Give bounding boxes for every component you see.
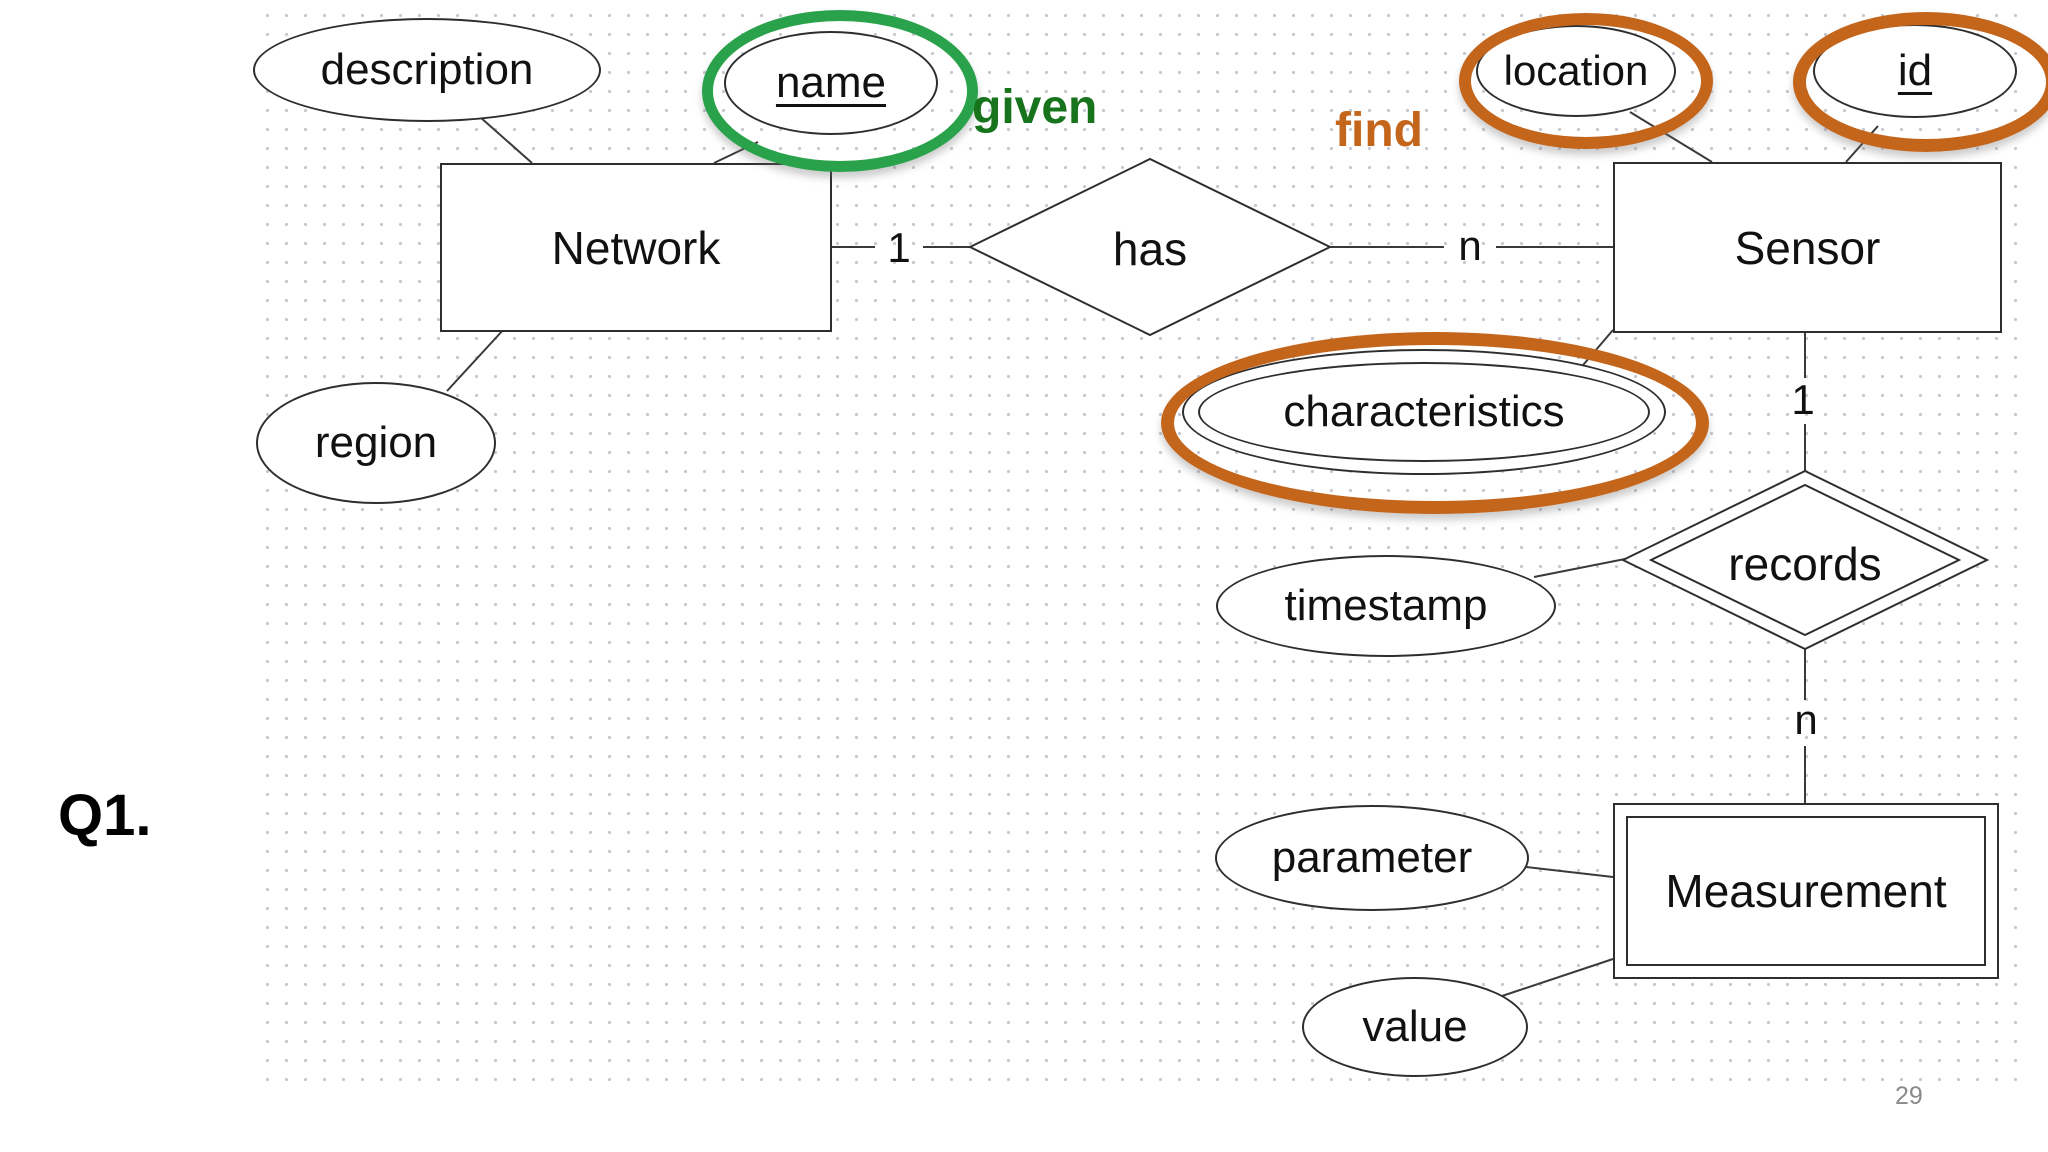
cardinality-network-has: 1 [887,224,911,271]
orange-highlight-ring-characteristics [1161,332,1709,514]
slide-page-number: 29 [1895,1082,1923,1110]
attribute-region-label: region [314,418,438,467]
line-parameter-measurement [1517,865,1614,878]
green-highlight-ring-name [702,10,978,172]
entity-network-label: Network [551,221,721,274]
line-description-network [479,116,533,164]
attribute-value: value [1302,977,1528,1077]
find-annotation: find [1335,104,1423,157]
attribute-parameter: parameter [1215,805,1529,911]
attribute-timestamp-label: timestamp [1284,581,1488,630]
line-region-network [446,328,505,392]
attribute-parameter-label: parameter [1271,833,1473,882]
orange-highlight-ring-location [1459,13,1713,149]
entity-sensor: Sensor [1613,162,2002,333]
attribute-description: description [253,18,601,122]
given-annotation: given [972,81,1098,134]
relationship-has-label: has [1112,223,1188,275]
cardinality-sensor-records: 1 [1791,376,1815,423]
has-relationship-diamond [967,157,1333,337]
cardinality-records-measurement: n [1794,696,1818,743]
records-relationship-diamond-inner [1648,483,1962,637]
entity-network: Network [440,163,832,332]
cardinality-has-sensor: n [1458,222,1482,269]
attribute-region: region [256,382,496,504]
line-timestamp-records [1533,558,1626,578]
entity-measurement-label: Measurement [1665,865,1947,917]
attribute-timestamp: timestamp [1216,555,1556,657]
line-value-measurement [1501,958,1614,997]
entity-sensor-label: Sensor [1734,221,1881,274]
relationship-records-label: records [1728,538,1882,590]
attribute-value-label: value [1362,1002,1468,1051]
attribute-description-label: description [320,45,534,94]
question-label: Q1. [58,783,152,848]
entity-measurement-inner-border: Measurement [1626,816,1986,966]
entity-measurement: Measurement [1613,803,1999,979]
records-relationship-diamond-outer [1620,469,1990,651]
orange-highlight-ring-id [1793,12,2048,152]
